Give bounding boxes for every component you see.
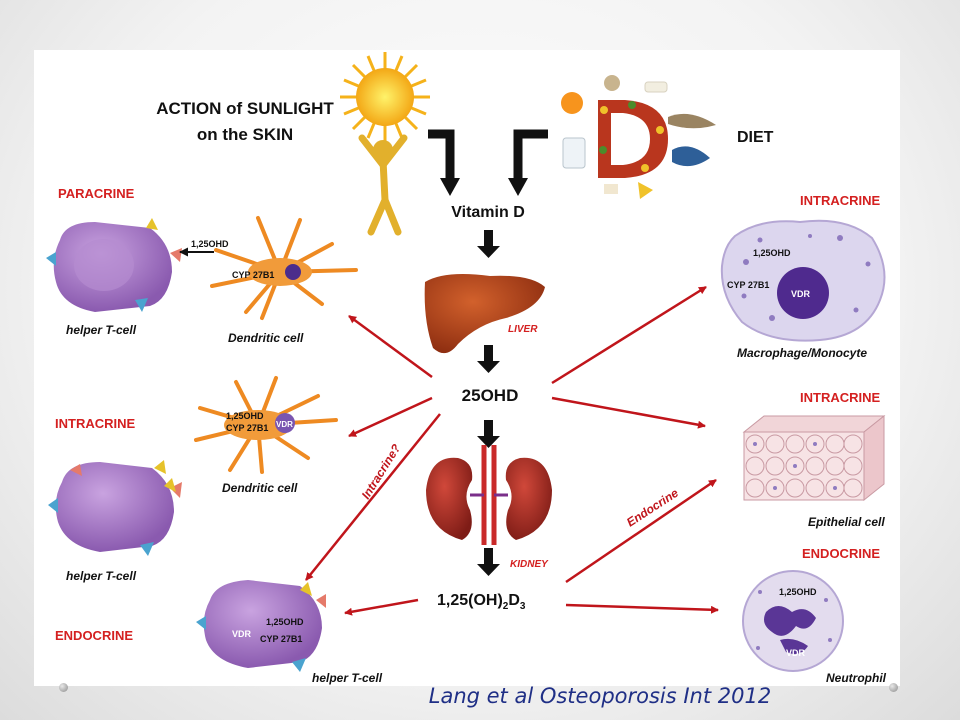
helper-t-cell-2-label: helper T-cell: [66, 569, 137, 583]
stick-figure-icon: [358, 134, 408, 236]
macrophage-label: Macrophage/Monocyte: [737, 346, 867, 360]
helper-t-cell-1: [46, 218, 182, 312]
neutrophil-cell: [742, 570, 844, 672]
helper-t-cell-2: [48, 460, 182, 556]
dendritic-cell-1-label: Dendritic cell: [228, 331, 304, 345]
kidney-icon: [426, 445, 552, 545]
pathway-arrow: [477, 230, 500, 258]
epithelial-cell-block: [742, 414, 886, 502]
sunlight-label-line2: on the SKIN: [197, 125, 293, 144]
helper-t-cell-3: [196, 580, 326, 672]
liver-label: LIVER: [508, 324, 538, 335]
helper-t-cell-3-label: helper T-cell: [312, 671, 383, 685]
dendritic-cell-2-label: Dendritic cell: [222, 481, 298, 495]
neutrophil-line1: 1,25OHD: [779, 587, 817, 597]
epithelial-label: Epithelial cell: [808, 515, 885, 529]
calcitriol-label: 1,25(OH)2D3: [437, 592, 526, 612]
helper-t-cell-3-line2: CYP 27B1: [260, 634, 302, 644]
intracrine-title-left: INTRACRINE: [55, 416, 135, 431]
dendritic-cell-2-line1: 1,25OHD: [226, 411, 264, 421]
neutrophil-label: Neutrophil: [826, 671, 887, 685]
source-arrows: [428, 129, 548, 182]
pathway-arrow: [477, 420, 500, 448]
left-dot: [59, 683, 68, 692]
endocrine-title-left: ENDOCRINE: [55, 628, 133, 643]
macrophage-line2: CYP 27B1: [727, 280, 769, 290]
macrophage-line1: 1,25OHD: [753, 248, 791, 258]
helper-t-cell-3-vdr: VDR: [232, 629, 252, 639]
helper-t-cell-3-line1: 1,25OHD: [266, 617, 304, 627]
sun-icon: [340, 52, 430, 142]
intracrine-title-right-1: INTRACRINE: [800, 193, 880, 208]
dendritic-cell-1-enzyme: CYP 27B1: [232, 270, 274, 280]
diet-label: DIET: [737, 129, 774, 146]
neutrophil-vdr: VDR: [786, 648, 806, 658]
dendritic-cell-2: [194, 376, 338, 474]
intracrine-question-label: Intracrine?: [359, 441, 404, 502]
macrophage-cell: [720, 219, 886, 342]
paracrine-title: PARACRINE: [58, 186, 135, 201]
vitamin-d-label: Vitamin D: [451, 204, 525, 221]
dendritic-cell-2-line2: CYP 27B1: [226, 423, 268, 433]
slide-panel: [34, 50, 900, 686]
pathway-arrow: [477, 548, 500, 576]
25ohd-label: 25OHD: [462, 386, 519, 405]
dendritic-cell-1: [210, 216, 358, 320]
endocrine-title-right: ENDOCRINE: [802, 546, 880, 561]
pathway-arrow: [477, 345, 500, 373]
macrophage-vdr: VDR: [791, 289, 811, 299]
liver-icon: [424, 274, 545, 354]
signal-arrows: [305, 285, 719, 616]
helper-t-cell-1-label: helper T-cell: [66, 323, 137, 337]
citation: Lang et al Osteoporosis Int 2012: [428, 684, 772, 708]
sunlight-label-line1: ACTION of SUNLIGHT: [156, 99, 334, 118]
dendritic-cell-2-vdr: VDR: [276, 420, 293, 429]
diet-food-icon: [561, 75, 716, 199]
right-dot: [889, 683, 898, 692]
intracrine-title-right-2: INTRACRINE: [800, 390, 880, 405]
paracrine-arrow-label: 1,25OHD: [191, 239, 229, 249]
kidney-label: KIDNEY: [510, 559, 549, 570]
